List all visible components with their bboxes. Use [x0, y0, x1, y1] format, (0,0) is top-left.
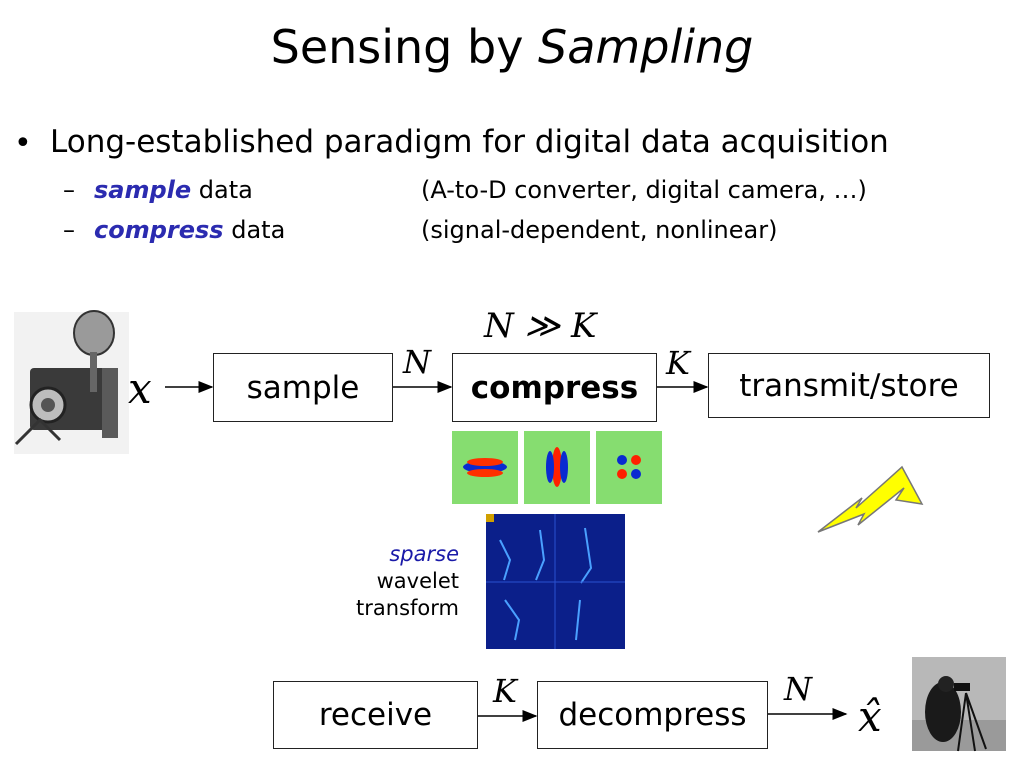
sub-dash-1: – [63, 176, 75, 204]
wavelet-caption: sparse wavelet transform [356, 541, 459, 622]
label-k-2: K [493, 672, 517, 710]
note-sample: (A-to-D converter, digital camera, …) [421, 176, 867, 204]
sub-item-compress: compress data [94, 216, 285, 244]
term-sample: sample [94, 176, 192, 204]
bullet-marker: • [14, 126, 32, 161]
bullet-text: Long-established paradigm for digital da… [50, 124, 889, 160]
transmit-store-box: transmit/store [708, 353, 990, 418]
note-compress: (signal-dependent, nonlinear) [421, 216, 778, 244]
decompress-box: decompress [537, 681, 768, 749]
sub-item-sample: sample data [94, 176, 253, 204]
label-n-2: N [784, 670, 812, 708]
label-n-1: N [403, 343, 431, 381]
lightning-icon [817, 465, 924, 533]
label-k-1: K [666, 344, 690, 382]
input-signal-x: x [128, 364, 152, 413]
caption-line-wavelet: wavelet [376, 569, 459, 593]
title-main: Sensing by [270, 20, 539, 74]
title-emph: Sampling [538, 20, 754, 74]
caption-line-sparse: sparse [389, 542, 459, 566]
term-sample-rest: data [191, 176, 253, 204]
wavelet-basis-image [452, 431, 662, 504]
cameraman-photo [912, 657, 1006, 752]
camera-image [14, 310, 129, 454]
page-title: Sensing by Sampling [0, 20, 1024, 74]
receive-box: receive [273, 681, 478, 749]
caption-line-transform: transform [356, 596, 459, 620]
sub-dash-2: – [63, 216, 75, 244]
term-compress: compress [94, 216, 224, 244]
compress-box: compress [452, 353, 657, 422]
sample-box: sample [213, 353, 393, 422]
relation-n-much-greater-k: N ≫ K [484, 306, 597, 346]
term-compress-rest: data [223, 216, 286, 244]
wavelet-transform-image [486, 514, 625, 649]
output-signal-xhat: x̂ [858, 692, 882, 741]
